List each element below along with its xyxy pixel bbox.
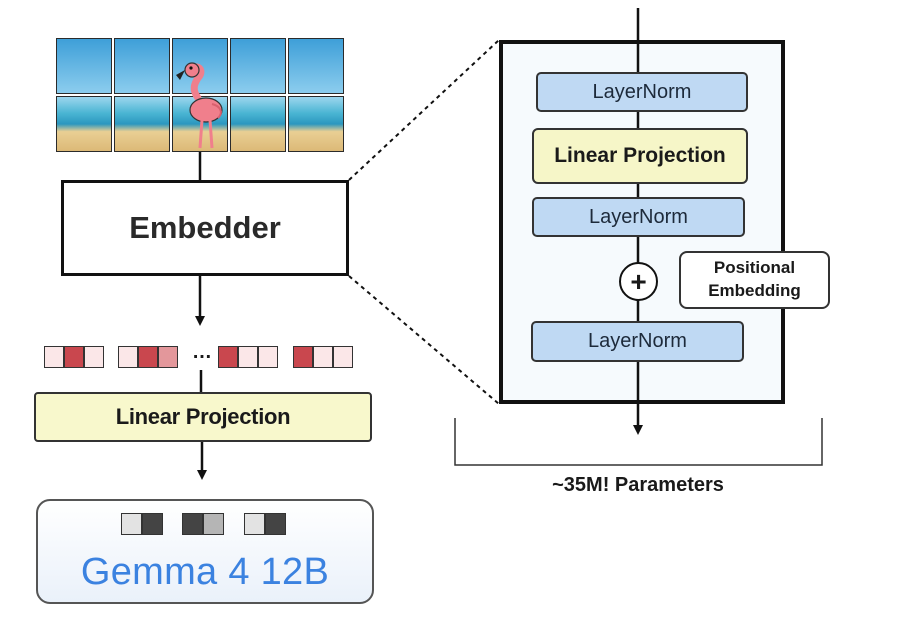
linear-projection-box: Linear Projection bbox=[34, 392, 372, 442]
positional-embedding-line1: Positional bbox=[713, 258, 796, 278]
image-tile bbox=[230, 38, 286, 94]
gemma-token-cell bbox=[121, 513, 142, 535]
embedder-label: Embedder bbox=[129, 210, 281, 245]
gemma-token-cell bbox=[182, 513, 203, 535]
token-cell bbox=[313, 346, 333, 368]
token-cell bbox=[293, 346, 313, 368]
flamingo-illustration bbox=[176, 62, 223, 149]
token-cell bbox=[238, 346, 258, 368]
positional-embedding-box: Positional Embedding bbox=[679, 251, 830, 309]
image-tile bbox=[288, 96, 344, 152]
linear-projection-label: Linear Projection bbox=[115, 404, 291, 429]
token-cell bbox=[138, 346, 158, 368]
token-cell bbox=[44, 346, 64, 368]
layernorm-label: LayerNorm bbox=[588, 330, 687, 352]
image-tile bbox=[288, 38, 344, 94]
gemma-label: Gemma 4 12B bbox=[80, 550, 330, 593]
plus-icon: + bbox=[619, 262, 658, 301]
image-tile bbox=[172, 38, 228, 94]
token-cell bbox=[118, 346, 138, 368]
detail-linear-projection-box: Linear Projection bbox=[532, 128, 748, 184]
zoom-line-top bbox=[348, 39, 500, 181]
image-tile bbox=[56, 96, 112, 152]
layernorm-box-1: LayerNorm bbox=[536, 72, 748, 112]
gemma-token-cell bbox=[265, 513, 286, 535]
layernorm-label: LayerNorm bbox=[592, 80, 692, 103]
token-cell bbox=[158, 346, 178, 368]
parameters-bracket bbox=[454, 418, 823, 466]
ellipsis: … bbox=[192, 340, 212, 363]
layernorm-box-2: LayerNorm bbox=[532, 197, 745, 237]
zoom-line-bottom bbox=[348, 275, 500, 405]
image-tile bbox=[56, 38, 112, 94]
detail-linear-projection-label: Linear Projection bbox=[554, 144, 726, 167]
positional-embedding-line2: Embedding bbox=[708, 281, 801, 300]
gemma-token-cell bbox=[142, 513, 163, 535]
layernorm-box-3: LayerNorm bbox=[531, 321, 744, 362]
gemma-token-cell bbox=[203, 513, 224, 535]
image-tile bbox=[114, 96, 170, 152]
token-cell bbox=[218, 346, 238, 368]
token-cell bbox=[84, 346, 104, 368]
gemma-token-cell bbox=[244, 513, 265, 535]
layernorm-label: LayerNorm bbox=[589, 205, 688, 228]
image-tile bbox=[114, 38, 170, 94]
image-tile bbox=[230, 96, 286, 152]
token-cell bbox=[64, 346, 84, 368]
token-cell bbox=[333, 346, 353, 368]
token-cell bbox=[258, 346, 278, 368]
embedder-box: Embedder bbox=[61, 180, 349, 276]
parameters-label: ~35M! Parameters bbox=[552, 473, 724, 496]
